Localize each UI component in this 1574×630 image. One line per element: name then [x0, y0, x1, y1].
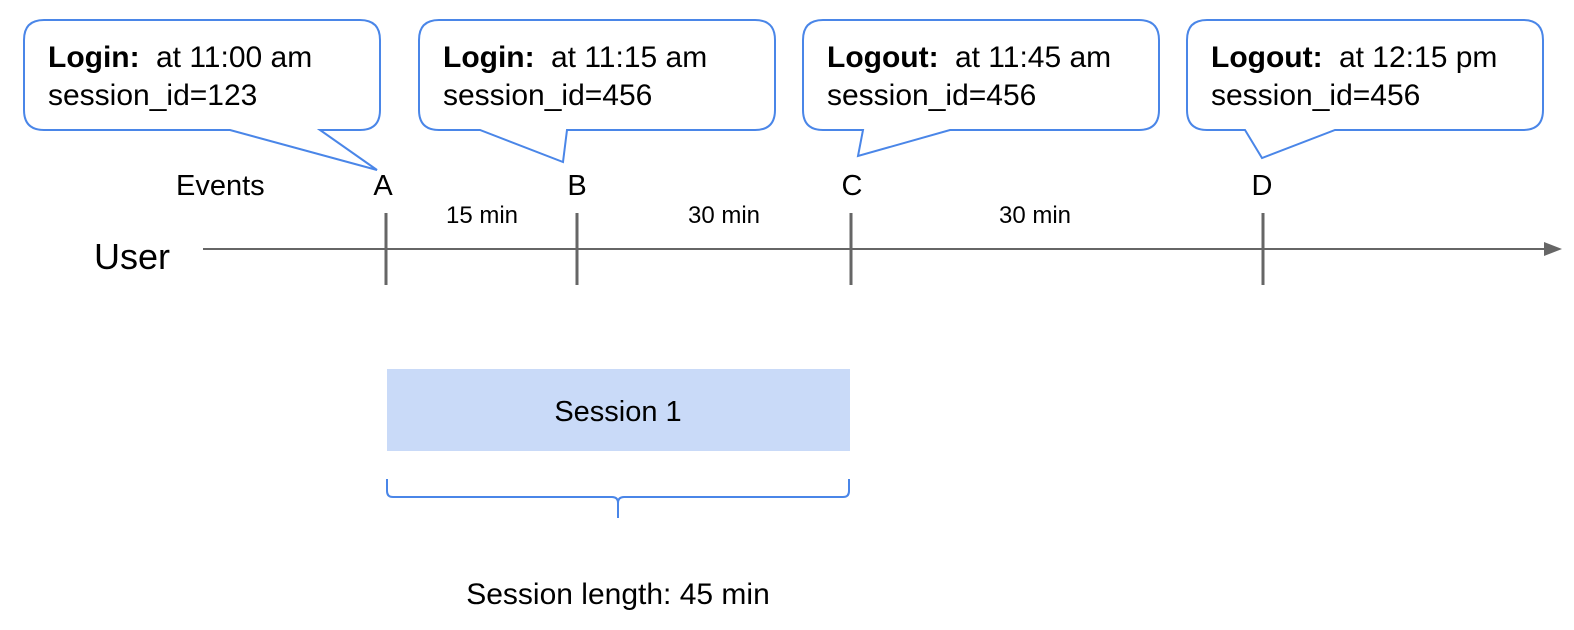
- interval-cd: 30 min: [999, 202, 1071, 229]
- callout-logout-c: Logout: at 11:45 am session_id=456: [802, 19, 1160, 158]
- callout-time: at 12:15 pm: [1339, 41, 1497, 74]
- callout-bubble: [418, 19, 776, 164]
- svg-text:Logout: at 12:15 pm: Logout: at 12:15 pm: [1211, 41, 1497, 74]
- callout-time: at 11:15 am: [551, 41, 707, 74]
- session-box-label: Session 1: [554, 396, 681, 428]
- callout-login-b: Login: at 11:15 am session_id=456: [418, 19, 776, 164]
- callout-time: at 11:45 am: [955, 41, 1111, 74]
- svg-text:Logout: at 11:45 am: Logout: at 11:45 am: [827, 41, 1111, 74]
- callout-title: Logout:: [827, 41, 939, 74]
- marker-a: A: [373, 170, 393, 202]
- session-brace: [386, 479, 850, 518]
- callout-session: session_id=123: [48, 79, 257, 112]
- callout-session: session_id=456: [827, 79, 1036, 112]
- svg-text:Login: at 11:15 am: Login: at 11:15 am: [443, 41, 707, 74]
- callout-bubble: [23, 19, 381, 171]
- marker-d: D: [1252, 170, 1273, 202]
- callout-login-a: Login: at 11:00 am session_id=123: [23, 19, 381, 171]
- callout-time: at 11:00 am: [156, 41, 312, 74]
- user-label: User: [94, 236, 170, 277]
- timeline-arrowhead: [1544, 242, 1562, 256]
- callout-logout-d: Logout: at 12:15 pm session_id=456: [1186, 19, 1544, 160]
- callout-session: session_id=456: [443, 79, 652, 112]
- session-length-label: Session length: 45 min: [466, 578, 770, 611]
- svg-text:Login: at 11:00 am: Login: at 11:00 am: [48, 41, 312, 74]
- events-label: Events: [176, 170, 265, 202]
- callout-title: Login:: [443, 41, 535, 74]
- callout-bubble: [1186, 19, 1544, 160]
- callout-bubble: [802, 19, 1160, 158]
- marker-c: C: [842, 170, 863, 202]
- callout-title: Login:: [48, 41, 140, 74]
- marker-b: B: [567, 170, 586, 202]
- callout-title: Logout:: [1211, 41, 1323, 74]
- callout-session: session_id=456: [1211, 79, 1420, 112]
- session-box: [387, 369, 850, 451]
- interval-ab: 15 min: [446, 202, 518, 229]
- interval-bc: 30 min: [688, 202, 760, 229]
